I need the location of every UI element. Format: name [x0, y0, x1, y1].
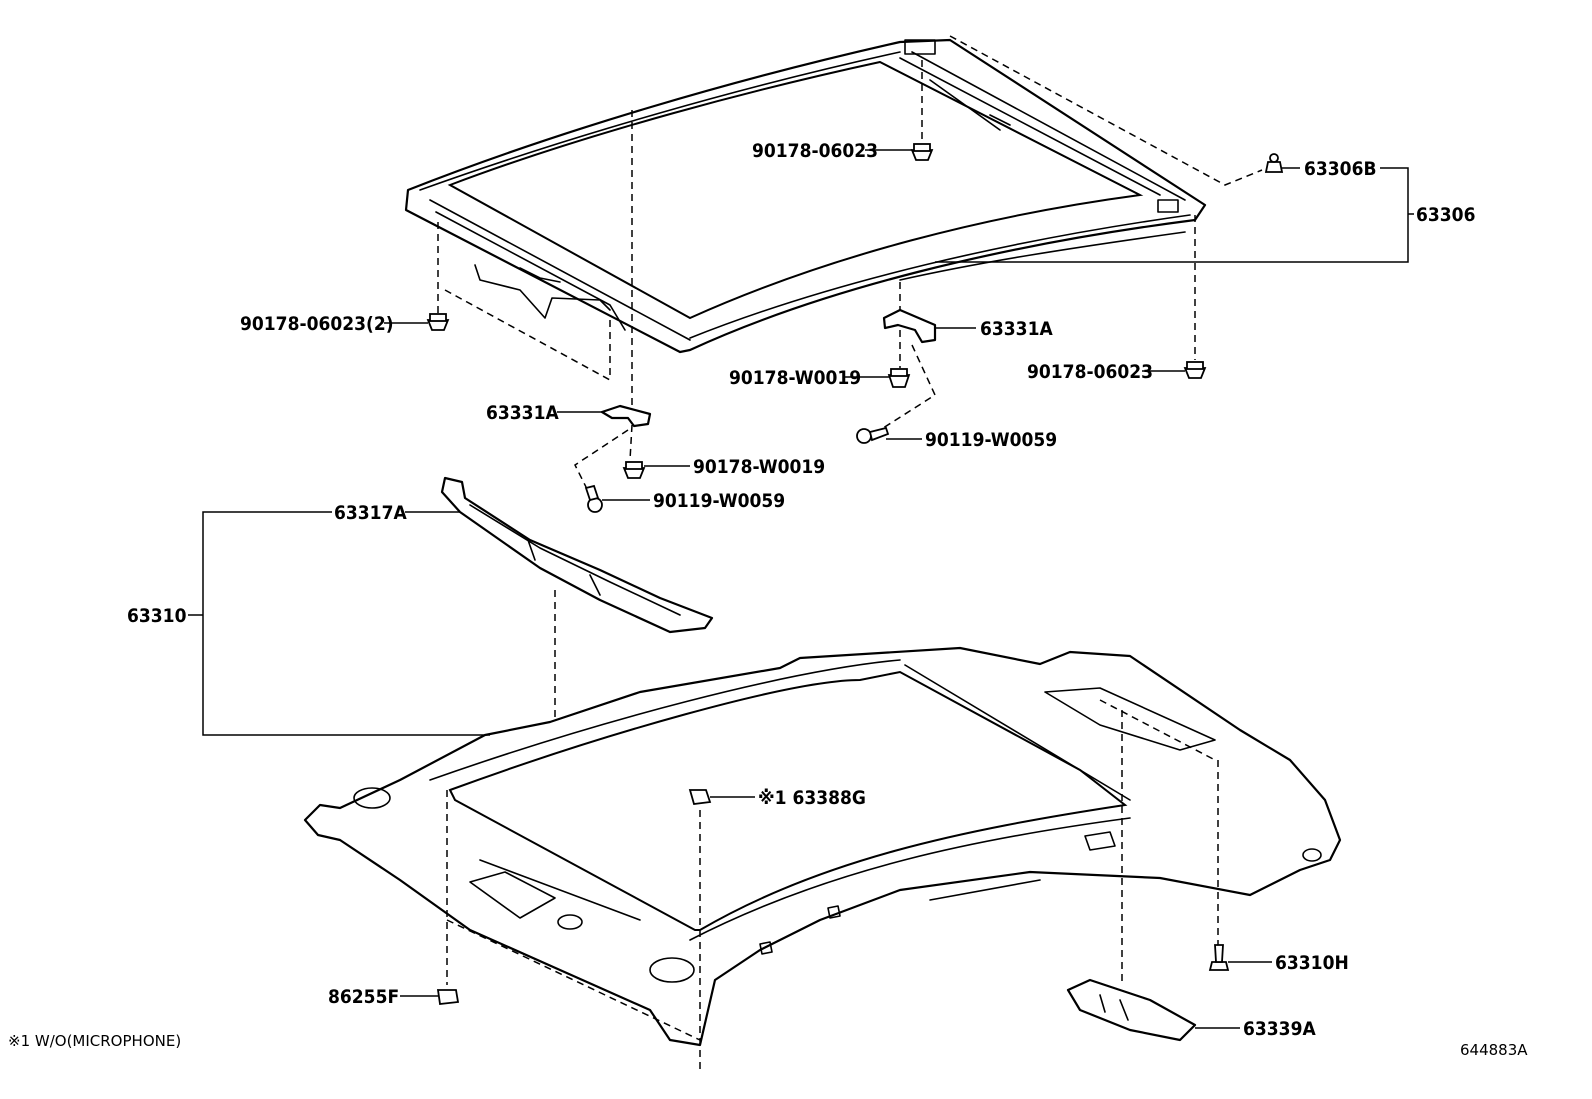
label-clip-86255f: 86255F	[328, 986, 399, 1008]
nut-left-icon	[426, 313, 450, 331]
footnote: ※1 W/O(MICROPHONE)	[8, 1032, 181, 1050]
bracket-63339a-icon	[1066, 978, 1197, 1042]
clip-86255f-icon	[436, 989, 460, 1005]
drawing-number: 644883A	[1460, 1041, 1528, 1059]
label-nut-left-2: 90178-06023(2)	[240, 313, 394, 335]
label-screw-left: 90119-W0059	[653, 490, 785, 512]
nut-w0019-right-icon	[887, 368, 911, 388]
nut-w0019-left-icon	[622, 461, 646, 479]
nut-upper-right-icon	[1183, 361, 1207, 379]
screw-right-icon	[856, 426, 890, 444]
label-assy-63306: 63306	[1416, 204, 1475, 226]
label-nut-w0019-right: 90178-W0019	[729, 367, 861, 389]
label-clip-63306b: 63306B	[1304, 158, 1377, 180]
label-bracket-left: 63331A	[486, 402, 559, 424]
screw-left-icon	[584, 484, 603, 513]
label-nut-upper-center: 90178-06023	[752, 140, 878, 162]
label-clip-63388g: ※1 63388G	[758, 787, 866, 809]
nut-upper-center-icon	[910, 143, 934, 161]
label-clip-63310h: 63310H	[1275, 952, 1349, 974]
label-nut-upper-right: 90178-06023	[1027, 361, 1153, 383]
bracket-right-icon	[882, 308, 937, 344]
label-trim-63317a: 63317A	[334, 502, 407, 524]
trim-63317a	[440, 476, 714, 634]
label-nut-w0019-left: 90178-W0019	[693, 456, 825, 478]
clip-63310h-icon	[1208, 944, 1230, 971]
clip-63388g-icon	[688, 789, 712, 805]
headliner-63310	[303, 646, 1342, 1047]
bracket-left-icon	[600, 404, 652, 428]
label-bracket-63339a: 63339A	[1243, 1018, 1316, 1040]
label-screw-right: 90119-W0059	[925, 429, 1057, 451]
label-bracket-right: 63331A	[980, 318, 1053, 340]
label-assy-63310: 63310	[127, 605, 187, 627]
clip-63306b-icon	[1264, 153, 1284, 173]
sunroof-housing-63306	[404, 38, 1207, 354]
